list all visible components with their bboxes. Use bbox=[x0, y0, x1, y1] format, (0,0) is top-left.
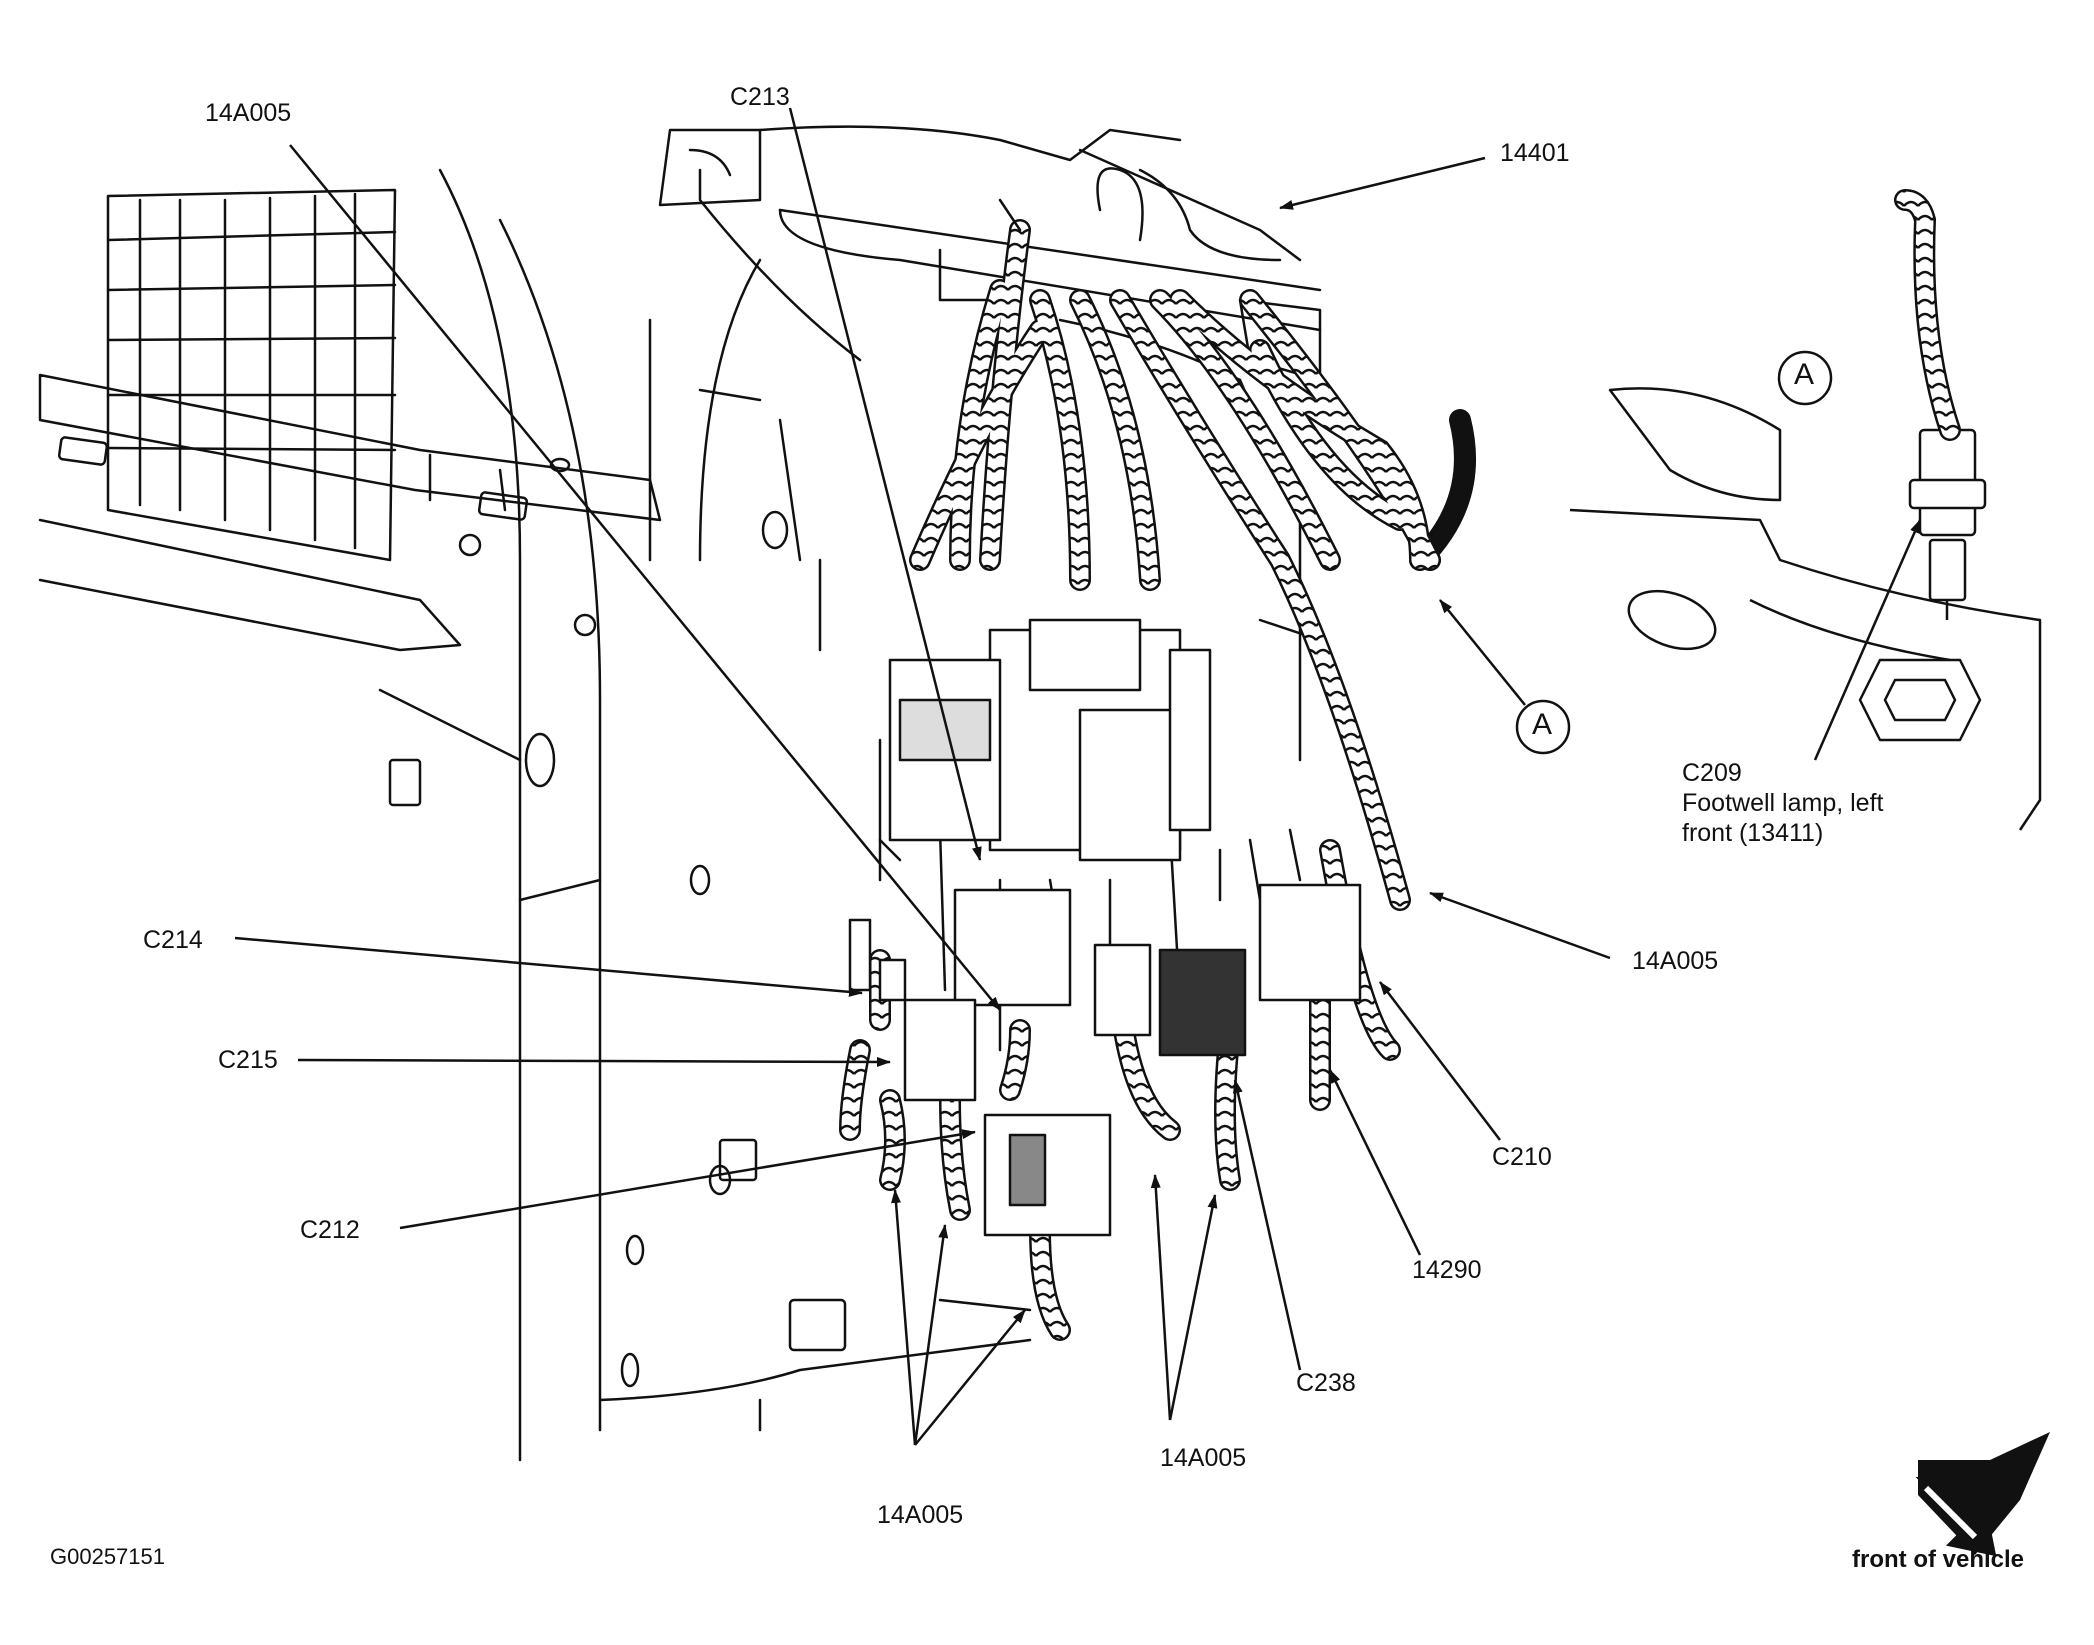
c213-lower-connector-body bbox=[953, 888, 1072, 1007]
label-14a005-right: 14A005 bbox=[1632, 947, 1719, 975]
footwell-lamp-label-line2: front (13411) bbox=[1682, 819, 1824, 847]
footwell-lamp-label-line1: Footwell lamp, left bbox=[1682, 789, 1884, 817]
leader-14a005-bc-2 bbox=[1168, 1194, 1218, 1421]
label-14a005-bottom-left: 14A005 bbox=[877, 1501, 964, 1529]
label-c215: C215 bbox=[218, 1046, 278, 1074]
label-c209: C209 bbox=[1682, 759, 1742, 787]
grille-panel bbox=[106, 188, 397, 562]
detail-label-a-letter: A bbox=[1532, 708, 1553, 741]
connector-blocks bbox=[848, 618, 1362, 1237]
figure-id: G00257151 bbox=[50, 1544, 165, 1569]
detail-ref-a-letter: A bbox=[1794, 358, 1815, 391]
cross-member bbox=[38, 373, 662, 652]
label-c214: C214 bbox=[143, 926, 203, 954]
leader-c215 bbox=[297, 1056, 891, 1067]
detail-a-caption: C209 Footwell lamp, left front (13411) bbox=[1682, 758, 1942, 848]
leader-14a005-bl-3 bbox=[914, 1309, 1026, 1446]
leader-14a005-bl-1 bbox=[891, 1189, 917, 1446]
leader-14a005-bc-1 bbox=[1150, 1174, 1172, 1421]
c210-connector-body bbox=[1258, 883, 1362, 1002]
label-c212: C212 bbox=[300, 1216, 360, 1244]
c214-pin bbox=[848, 918, 872, 992]
label-14401: 14401 bbox=[1500, 139, 1570, 167]
label-c238: C238 bbox=[1296, 1369, 1356, 1397]
detail-a-inset bbox=[1569, 387, 2042, 831]
c215-connector-body bbox=[903, 998, 977, 1102]
leader-detail-a bbox=[1439, 599, 1526, 706]
label-c213: C213 bbox=[730, 83, 790, 111]
junction-block-top bbox=[1028, 618, 1142, 692]
label-14290: 14290 bbox=[1412, 1256, 1482, 1284]
leader-c209 bbox=[1813, 519, 1922, 761]
detail-ref-circle-a bbox=[1777, 350, 1833, 406]
body-structure bbox=[38, 125, 1322, 1462]
leader-14290 bbox=[1328, 1069, 1422, 1256]
c212-connector-body bbox=[983, 1113, 1112, 1237]
front-of-vehicle-label: front of vehicle bbox=[1852, 1546, 2025, 1573]
leader-14a005-right bbox=[1429, 891, 1611, 960]
label-c210: C210 bbox=[1492, 1143, 1552, 1171]
leader-lines bbox=[234, 107, 1922, 1446]
leader-c214 bbox=[234, 936, 863, 997]
c238-connector-body bbox=[1158, 948, 1247, 1057]
footwell-lamp-wire bbox=[1896, 191, 1959, 439]
leader-14a005-bl-2 bbox=[913, 1224, 949, 1446]
detail-label-circle-a bbox=[1515, 699, 1571, 755]
leader-c210 bbox=[1379, 981, 1501, 1141]
leader-14a005-top bbox=[289, 144, 1001, 1011]
leader-14401 bbox=[1279, 156, 1486, 210]
leader-c213 bbox=[788, 107, 982, 861]
leader-c212 bbox=[399, 1129, 976, 1230]
a-pillar bbox=[378, 168, 1032, 1462]
label-14a005-bottom-center: 14A005 bbox=[1160, 1444, 1247, 1472]
front-direction-arrow-icon bbox=[1918, 1432, 2050, 1555]
label-14a005-top: 14A005 bbox=[205, 99, 292, 127]
connector-right-body bbox=[1078, 708, 1182, 862]
leader-c238 bbox=[1232, 1079, 1302, 1371]
small-connector-body bbox=[1093, 943, 1152, 1037]
